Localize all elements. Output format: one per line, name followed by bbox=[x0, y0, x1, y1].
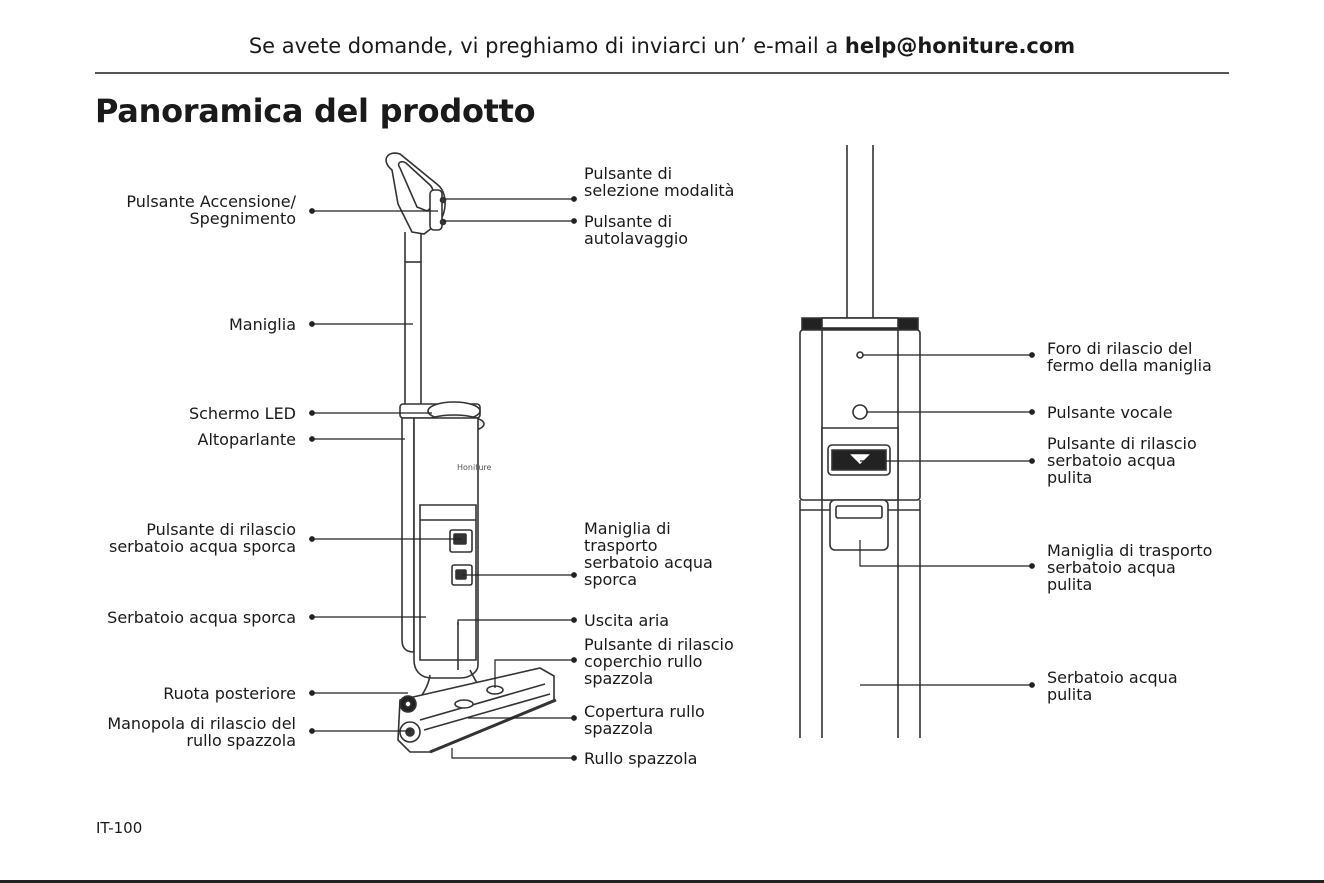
brand-mark: Honiture bbox=[457, 463, 492, 472]
label-brush-release-knob: Manopola di rilascio del rullo spazzola bbox=[107, 714, 296, 750]
right-leader-lines bbox=[444, 196, 577, 761]
closeup-illustration bbox=[799, 145, 921, 738]
label-clean-tank-handle: Maniglia di trasporto serbatoio acqua pu… bbox=[1047, 541, 1213, 594]
label-air-outlet: Uscita aria bbox=[584, 611, 670, 630]
contact-text: Se avete domande, vi preghiamo di inviar… bbox=[248, 34, 845, 58]
contact-email: help@honiture.com bbox=[844, 34, 1076, 58]
label-brush-roll: Rullo spazzola bbox=[584, 749, 698, 768]
page-title: Panoramica del prodotto bbox=[95, 92, 536, 130]
label-rear-wheel: Ruota posteriore bbox=[163, 684, 296, 703]
label-dirty-tank-release: Pulsante di rilascio serbatoio acqua spo… bbox=[109, 520, 296, 556]
closeup-leader-lines bbox=[859, 352, 1035, 688]
label-led-screen: Schermo LED bbox=[188, 404, 296, 423]
label-handle-latch-hole: Foro di rilascio del fermo della manigli… bbox=[1047, 339, 1212, 375]
label-dirty-tank-handle: Maniglia di trasporto serbatoio acqua sp… bbox=[584, 519, 713, 589]
label-dirty-tank: Serbatoio acqua sporca bbox=[107, 608, 296, 627]
page-number: IT-100 bbox=[96, 819, 143, 837]
bottom-divider bbox=[0, 880, 1324, 883]
label-roller-cover: Copertura rullo spazzola bbox=[584, 702, 705, 738]
left-leader-lines bbox=[309, 208, 462, 734]
vacuum-illustration: Honiture bbox=[385, 152, 557, 754]
contact-header: Se avete domande, vi preghiamo di inviar… bbox=[0, 34, 1324, 58]
label-mode-button: Pulsante di selezione modalità bbox=[584, 164, 735, 200]
header-divider bbox=[95, 72, 1229, 74]
label-roller-cover-release: Pulsante di rilascio coperchio rullo spa… bbox=[584, 635, 734, 688]
label-voice-button: Pulsante vocale bbox=[1047, 403, 1173, 422]
label-speaker: Altoparlante bbox=[197, 430, 297, 449]
label-handle: Maniglia bbox=[228, 315, 296, 334]
label-clean-tank-release: Pulsante di rilascio serbatoio acqua pul… bbox=[1047, 434, 1197, 487]
label-self-clean-button: Pulsante di autolavaggio bbox=[584, 212, 689, 248]
label-clean-tank: Serbatoio acqua pulita bbox=[1047, 668, 1178, 704]
label-power-button: Pulsante Accensione/ Spegnimento bbox=[126, 192, 296, 228]
